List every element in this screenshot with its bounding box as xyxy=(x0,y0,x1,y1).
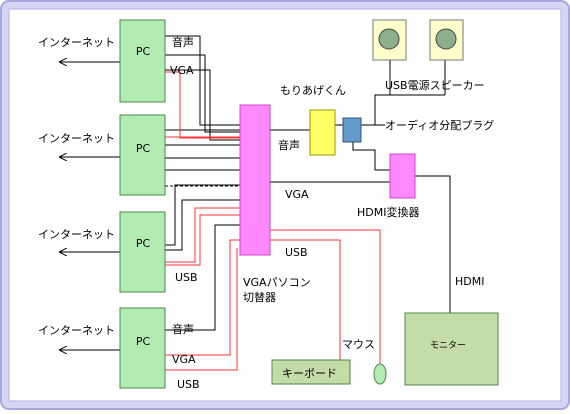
hdmi-converter-label: HDMI変換器 xyxy=(357,205,419,219)
vga-lines xyxy=(165,71,381,371)
internet-label-4: インターネット xyxy=(38,324,115,337)
pc-label: PC xyxy=(136,45,151,58)
pc-2: PC xyxy=(119,114,166,196)
pc-label: PC xyxy=(136,142,151,155)
internet-label-3: インターネット xyxy=(38,228,115,241)
mouse xyxy=(373,363,387,385)
switcher-usb-label: USB xyxy=(285,246,308,259)
moriagekun-label: もりあげくん xyxy=(280,84,346,97)
switcher-audio-label: 音声 xyxy=(278,138,300,152)
pc1-vga-label: VGA xyxy=(170,64,194,77)
audio-lines xyxy=(165,35,451,331)
speaker-right xyxy=(429,19,464,61)
switcher-name-line2: 切替器 xyxy=(243,290,276,304)
audio-splitter xyxy=(342,117,362,143)
audio-splitter-label: オーディオ分配プラグ xyxy=(385,118,494,132)
speaker-left xyxy=(372,19,407,61)
internet-label-1: インターネット xyxy=(38,36,115,49)
hdmi-converter xyxy=(389,153,416,199)
mouse-label: マウス xyxy=(342,338,375,351)
switcher-vga-label: VGA xyxy=(285,188,309,201)
pc4-vga-label: VGA xyxy=(172,353,196,366)
pc-1: PC xyxy=(119,19,166,103)
pc4-usb-label: USB xyxy=(177,378,200,391)
keyboard-label: キーボード xyxy=(282,367,337,380)
internet-arrows xyxy=(60,62,120,350)
monitor-label: モニター xyxy=(430,340,466,351)
internet-label-2: インターネット xyxy=(38,132,115,145)
pc-label: PC xyxy=(136,237,151,250)
vga-switcher xyxy=(239,104,271,256)
pc4-audio-label: 音声 xyxy=(172,322,194,336)
switcher-name-line1: VGAパソコン xyxy=(243,276,311,289)
monitor: モニター xyxy=(404,312,499,386)
hdmi-label: HDMI xyxy=(455,275,484,288)
pc1-audio-label: 音声 xyxy=(172,35,194,49)
pc3-usb-label: USB xyxy=(175,271,198,284)
pc-4: PC xyxy=(119,307,166,389)
keyboard: キーボード xyxy=(271,359,351,385)
usb-speaker-label: USB電源スピーカー xyxy=(385,78,485,92)
moriagekun-box xyxy=(309,109,336,156)
pc-label: PC xyxy=(136,335,151,348)
pc-3: PC xyxy=(119,211,166,293)
